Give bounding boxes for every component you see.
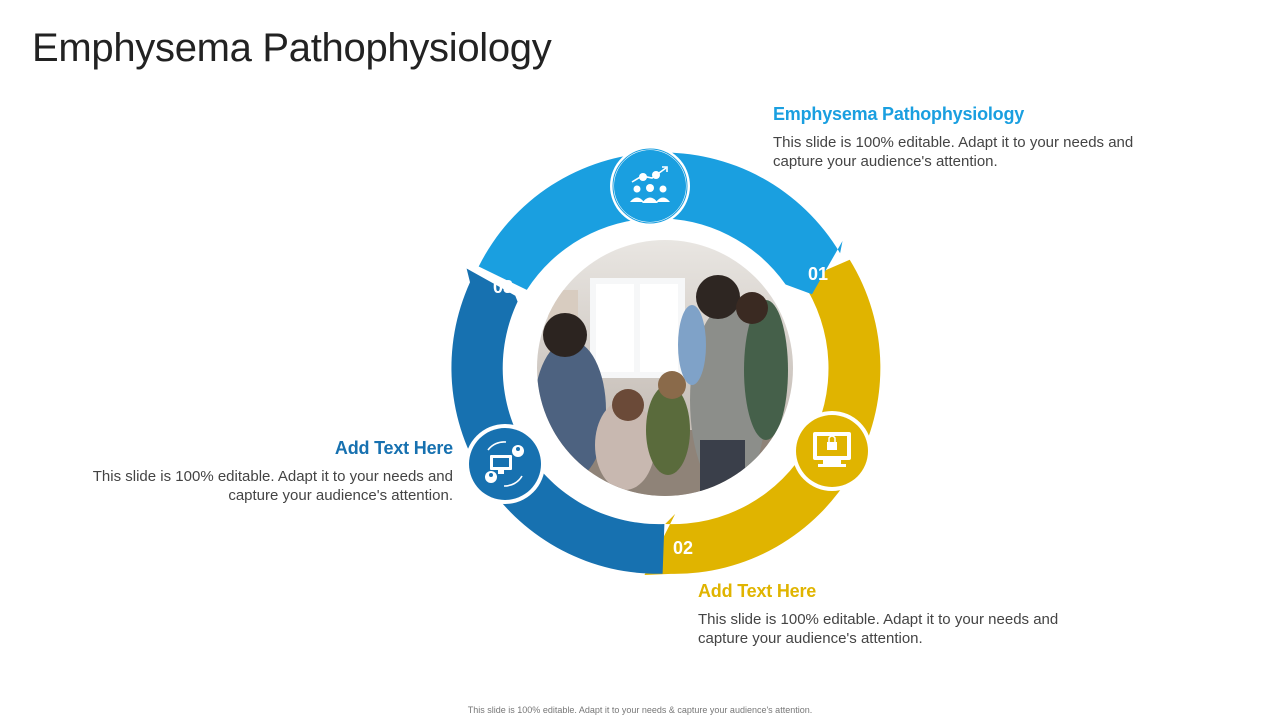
step-number-03: 03 xyxy=(493,277,513,297)
team-meeting-photo xyxy=(537,240,793,496)
people-money-icon xyxy=(610,146,690,226)
step-01-heading: Emphysema Pathophysiology xyxy=(773,104,1025,124)
step-02-text: Add Text Here This slide is 100% editabl… xyxy=(698,581,1098,648)
step-02-body: This slide is 100% editable. Adapt it to… xyxy=(698,611,1059,647)
step-01-body: This slide is 100% editable. Adapt it to… xyxy=(773,134,1134,170)
step-03-text: Add Text Here This slide is 100% editabl… xyxy=(53,438,453,505)
cycle-arrow-03 xyxy=(478,152,843,295)
step-number-02: 02 xyxy=(673,538,693,558)
step-01-text: Emphysema Pathophysiology This slide is … xyxy=(773,104,1173,171)
step-number-01: 01 xyxy=(808,264,828,284)
step-02-heading: Add Text Here xyxy=(698,581,817,601)
slide-footer: This slide is 100% editable. Adapt it to… xyxy=(467,705,813,715)
user-monitor-network-icon xyxy=(465,424,545,504)
step-03-heading: Add Text Here xyxy=(334,438,453,458)
secure-computer-icon xyxy=(792,411,872,491)
cycle-arrow-01 xyxy=(644,259,881,575)
slide-title: Emphysema Pathophysiology xyxy=(32,26,552,70)
step-03-body: This slide is 100% editable. Adapt it to… xyxy=(92,468,453,504)
